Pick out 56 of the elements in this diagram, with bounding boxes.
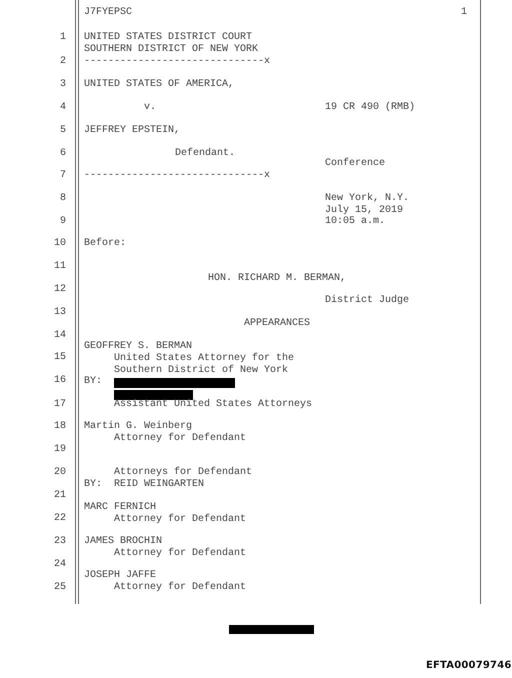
transcript-text: Before: — [84, 238, 126, 250]
caption-divider: ------------------------------x — [84, 170, 270, 182]
section-heading: APPEARANCES — [244, 318, 310, 330]
line-number: 14 — [52, 330, 66, 342]
attorney-role: Attorney for Defendant — [114, 514, 246, 526]
line-number: 24 — [52, 559, 66, 570]
line-number: 12 — [52, 284, 66, 296]
line-number: 1 — [58, 32, 66, 44]
page-number: 1 — [460, 7, 467, 18]
line-number: 25 — [52, 582, 66, 594]
document-id: J7FYEPSC — [84, 7, 132, 18]
judge-title: District Judge — [325, 295, 410, 306]
attorney-role: Attorney for Defendant — [114, 548, 246, 560]
line-number: 5 — [58, 125, 66, 136]
line-number: 13 — [52, 307, 66, 318]
attorney-role: Attorney for Defendant — [114, 582, 246, 594]
line-number: 19 — [52, 444, 66, 456]
line-number: 8 — [58, 193, 66, 204]
line-number: 22 — [52, 513, 66, 524]
versus-text: v. — [144, 102, 156, 114]
transcript-text: BY: — [84, 376, 102, 388]
line-number: 15 — [52, 352, 66, 364]
party-name: UNITED STATES OF AMERICA, — [84, 79, 234, 90]
line-number: 6 — [58, 148, 66, 160]
line-number: 2 — [58, 56, 66, 68]
attorney-role: Assistant United States Attorneys — [114, 399, 312, 410]
party-role: Defendant. — [175, 148, 236, 160]
line-number: 10 — [52, 238, 66, 250]
attorney-role: Attorney for Defendant — [114, 433, 246, 444]
line-number: 9 — [58, 216, 66, 228]
line-number: 3 — [58, 79, 66, 90]
case-number: 19 CR 490 (RMB) — [325, 102, 416, 114]
attorney-role: Attorneys for Defendant — [114, 467, 252, 478]
line-number: 7 — [58, 170, 66, 182]
attorney-name: MARC FERNICH — [84, 502, 156, 514]
proceeding-type: Conference — [325, 158, 386, 170]
party-name: JEFFREY EPSTEIN, — [84, 125, 180, 136]
attorney-name: Martin G. Weinberg — [84, 421, 192, 432]
line-number: 18 — [52, 421, 66, 432]
attorney-name: BY: REID WEINGARTEN — [84, 479, 204, 490]
attorney-role: United States Attorney for the Southern District of New York — [114, 353, 296, 376]
line-number: 23 — [52, 536, 66, 548]
line-number: 11 — [52, 261, 66, 272]
court-heading: UNITED STATES DISTRICT COURT SOUTHERN DISTRICT OF NEW YORK — [84, 32, 260, 55]
place-date-time: New York, N.Y. July 15, 2019 10:05 a.m. — [325, 193, 410, 228]
line-number: 4 — [58, 102, 66, 114]
attorney-name: JOSEPH JAFFE — [84, 570, 156, 582]
line-number: 17 — [52, 399, 66, 410]
bates-number: EFTA00079746 — [426, 660, 512, 671]
line-number: 21 — [52, 490, 66, 502]
attorney-name: GEOFFREY S. BERMAN — [84, 341, 192, 352]
caption-divider: ------------------------------x — [84, 56, 270, 68]
attorney-name: JAMES BROCHIN — [84, 536, 162, 548]
line-number: 20 — [52, 467, 66, 478]
judge-name: HON. RICHARD M. BERMAN, — [208, 273, 346, 284]
line-number: 16 — [52, 375, 66, 386]
